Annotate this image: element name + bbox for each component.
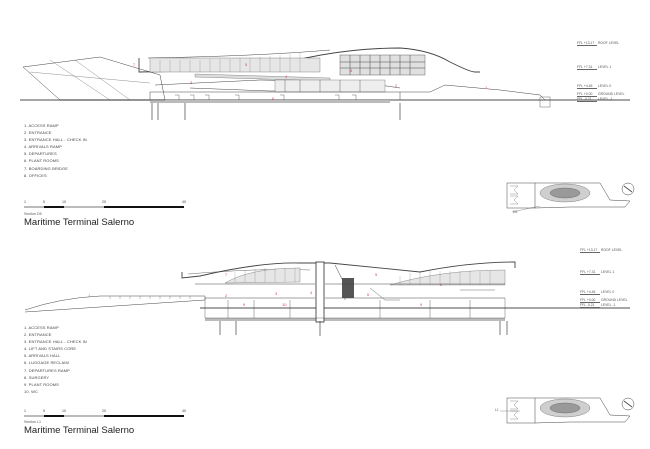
scale-tick: 5 <box>43 409 45 413</box>
svg-text:1: 1 <box>485 85 488 90</box>
scale-bar-l1: 1 5 10 20 40 <box>24 409 190 419</box>
legend-item: 8. SURGERY <box>24 374 50 380</box>
svg-text:4: 4 <box>285 74 288 79</box>
svg-text:10: 10 <box>282 302 287 307</box>
svg-text:9: 9 <box>243 302 246 307</box>
svg-text:5: 5 <box>245 62 248 67</box>
level-marker: FFL +0.00 GROUND LEVEL <box>580 298 628 303</box>
level-marker: FFL +0.00 GROUND LEVEL <box>577 92 625 97</box>
scale-tick: 1 <box>24 409 26 413</box>
scale-tick: 10 <box>62 409 66 413</box>
legend-item: 10. WC <box>24 388 38 394</box>
legend-item: 1. ACCESS RAMP <box>24 325 59 330</box>
svg-text:7: 7 <box>133 62 136 67</box>
legend-item: 4. ARRIVALS RAMP <box>24 144 62 150</box>
legend-item: 5. ARRIVALS HALL <box>24 353 61 359</box>
svg-text:9: 9 <box>420 302 423 307</box>
section-d5-drawing: 7 5 4 3 6 8 2 1 <box>20 47 630 120</box>
legend-item: 3. ENTRANCE HALL - CHECK IN <box>24 339 87 345</box>
scale-tick: 20 <box>102 409 106 413</box>
level-marker: FFL +4.45 LEVEL 0 <box>577 84 612 89</box>
scale-tick: 40 <box>182 200 186 204</box>
svg-text:8: 8 <box>350 68 353 73</box>
legend-item: 3. ENTRANCE HALL - CHECK IN <box>24 137 87 143</box>
section-label: Section D5 <box>24 212 42 216</box>
legend-item: 8. OFFICES <box>24 172 47 178</box>
level-marker: FFL +7.31 LEVEL 1 <box>580 270 615 275</box>
section-l1-drawing: 1 7 2 3 4 5 6 6 9 10 9 <box>24 261 630 336</box>
legend-item: 9. PLANT ROOMS <box>24 381 59 387</box>
legend-item: 7. BOARDING BRIDGE <box>24 165 69 171</box>
svg-text:6: 6 <box>367 292 370 297</box>
key-plan-d5 <box>506 182 635 213</box>
legend-item: 6. PLANT ROOMS <box>24 158 59 164</box>
scale-tick: 5 <box>43 200 45 204</box>
level-marker: FFL +7.31 LEVEL 1 <box>577 65 612 70</box>
drawing-title: Maritime Terminal Salerno <box>24 217 135 228</box>
scale-tick: 10 <box>62 200 66 204</box>
legend-item: 4. LIFT AND STAIRS CORE <box>24 346 77 352</box>
svg-text:1: 1 <box>88 293 91 298</box>
lift-core <box>315 261 325 323</box>
legend-item: 7. DEPARTURES RAMP <box>24 367 70 373</box>
roof-profile-l1 <box>181 261 516 279</box>
scale-tick: 20 <box>102 200 106 204</box>
legend-item: 2. ENTRANCE <box>24 332 52 338</box>
legend-d5: 1. ACCESS RAMP 2. ENTRANCE 3. ENTRANCE H… <box>24 122 87 179</box>
scale-tick: 40 <box>182 409 186 413</box>
legend-item: 6. LUGGAGE RECLAIM <box>24 360 69 366</box>
level-marker: FFL +13.17 ROOF LEVEL <box>577 41 620 46</box>
key-plan-l1 <box>500 397 635 424</box>
svg-text:7: 7 <box>225 272 228 277</box>
legend-l1: 1. ACCESS RAMP 2. ENTRANCE 3. ENTRANCE H… <box>24 324 87 395</box>
scale-bar-d5: 1 5 10 20 40 <box>24 200 190 210</box>
scale-tick: 1 <box>24 200 26 204</box>
svg-text:3: 3 <box>275 291 278 296</box>
level-marker: FFL +4.45 LEVEL 0 <box>580 290 615 295</box>
level-marker: FFL -0.21 LEVEL -1 <box>580 303 616 308</box>
level-marker: FFL +13.17 ROOF LEVEL <box>580 248 623 253</box>
drawing-title: Maritime Terminal Salerno <box>24 425 135 436</box>
boarding-bridge <box>22 56 166 101</box>
legend-item: 1. ACCESS RAMP <box>24 123 59 128</box>
legend-item: 2. ENTRANCE <box>24 130 52 136</box>
key-plan-label: L1 <box>495 408 499 412</box>
svg-text:6: 6 <box>440 282 443 287</box>
level-marker: FFL -0.21 LEVEL -1 <box>577 97 613 102</box>
foundation-slab <box>150 100 390 103</box>
access-ramp <box>24 295 206 313</box>
key-plan-label: D5 <box>513 210 518 214</box>
svg-text:5: 5 <box>375 272 378 277</box>
svg-text:3: 3 <box>190 80 193 85</box>
north-arrow-icon <box>621 182 635 196</box>
svg-text:6: 6 <box>272 96 275 101</box>
legend-item: 5. DEPARTURES <box>24 151 57 157</box>
svg-text:2: 2 <box>225 293 228 298</box>
svg-text:2: 2 <box>395 83 398 88</box>
section-label: Section L1 <box>24 420 41 424</box>
svg-text:4: 4 <box>310 290 313 295</box>
